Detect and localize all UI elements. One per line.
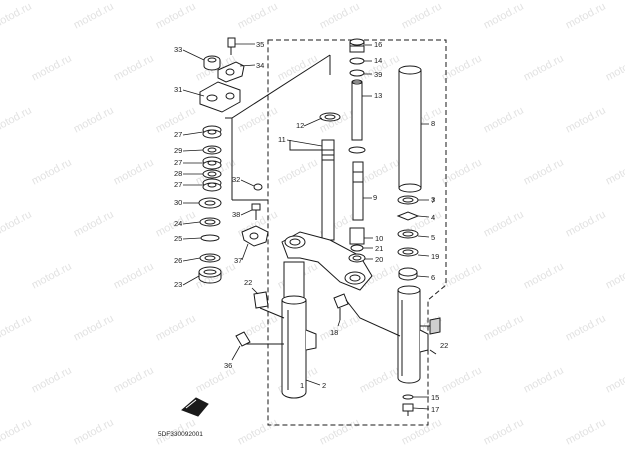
callout-16: 16 <box>374 40 382 49</box>
part-12-oil-seal <box>319 112 341 122</box>
part-39-washer <box>349 69 365 77</box>
callout-27-middle: 27 <box>174 158 182 167</box>
part-fork-spring-seat <box>348 146 366 154</box>
part-10-rebound-spring <box>349 227 365 245</box>
part-31-upper-bracket <box>199 81 241 113</box>
leader-lines-stem <box>289 140 437 355</box>
callout-15: 15 <box>431 393 439 402</box>
callout-25: 25 <box>174 234 182 243</box>
callout-34: 34 <box>256 61 264 70</box>
callout-39: 39 <box>374 70 382 79</box>
part-24-bearing-race <box>199 217 221 227</box>
part-20-oil-lock-piece <box>348 253 366 263</box>
callout-27-lower: 27 <box>174 180 182 189</box>
callout-18: 18 <box>330 328 338 337</box>
part-36-bleed-bolt <box>235 331 284 347</box>
part-35-bolt <box>227 37 236 55</box>
part-9-damper-rod <box>352 161 364 221</box>
part-37-cable-guide <box>241 225 269 247</box>
part-14-o-ring <box>349 57 365 65</box>
diagram-code: 5DF330092001 <box>158 431 203 438</box>
part-21-seat <box>350 244 364 252</box>
part-27-ring-nut-middle <box>202 156 222 170</box>
callout-14: 14 <box>374 56 382 65</box>
callout-20: 20 <box>375 255 383 264</box>
callout-6: 6 <box>431 273 435 282</box>
callout-22-right: 22 <box>440 341 448 350</box>
callout-8: 8 <box>431 119 435 128</box>
callout-11: 11 <box>278 135 286 144</box>
front-direction-arrow-icon <box>181 397 209 417</box>
part-under-bracket <box>281 231 373 291</box>
callout-17: 17 <box>431 405 439 414</box>
part-8-inner-tube <box>398 65 422 193</box>
part-6-slide-metal <box>398 267 418 281</box>
part-13-spacer <box>351 79 363 141</box>
callout-28: 28 <box>174 169 182 178</box>
callout-9: 9 <box>373 193 377 202</box>
callout-31: 31 <box>174 85 182 94</box>
part-22-hose-bracket-left <box>253 291 285 319</box>
callout-35: 35 <box>256 40 264 49</box>
part-16-cap-bolt <box>349 38 365 53</box>
part-15-gasket <box>402 394 414 400</box>
part-28-rubber-washer <box>202 169 222 179</box>
part-33-cap <box>203 55 221 71</box>
callout-21: 21 <box>375 244 383 253</box>
leader-lines-group-left <box>225 54 331 201</box>
callout-38: 38 <box>232 210 240 219</box>
part-11-steering-stem-shaft <box>321 139 335 241</box>
part-23-dust-seal <box>198 266 222 284</box>
part-5-oil-seal <box>397 229 419 239</box>
callout-19: 19 <box>431 252 439 261</box>
callout-23: 23 <box>174 280 182 289</box>
callout-12: 12 <box>296 121 304 130</box>
part-30-bearing-cover <box>198 197 222 209</box>
callout-7: 7 <box>431 196 435 205</box>
part-17-bolt <box>402 403 414 416</box>
part-22-hose-bracket-right <box>420 317 441 335</box>
part-4-stopper-ring <box>396 211 420 221</box>
callout-3: 3 <box>431 195 435 204</box>
part-29-lock-washer <box>202 145 222 155</box>
callout-36: 36 <box>224 361 232 370</box>
part-7-dust-seal <box>397 195 419 205</box>
part-26-bearing-race-lower <box>199 253 221 263</box>
callout-29: 29 <box>174 146 182 155</box>
callout-22-left: 22 <box>244 278 252 287</box>
callout-10: 10 <box>375 234 383 243</box>
part-19-washer <box>397 247 419 257</box>
callout-5: 5 <box>431 233 435 242</box>
callout-30: 30 <box>174 198 182 207</box>
callout-27-upper: 27 <box>174 130 182 139</box>
callout-33: 33 <box>174 45 182 54</box>
part-38-bolt <box>251 203 261 220</box>
part-32-plug <box>253 183 263 191</box>
part-27-ring-nut-lower <box>202 178 222 192</box>
callout-37: 37 <box>234 256 242 265</box>
part-1-outer-tube-right <box>397 285 429 384</box>
part-27-ring-nut-upper <box>202 125 222 139</box>
callout-26: 26 <box>174 256 182 265</box>
callout-13: 13 <box>374 91 382 100</box>
part-18-pinch-bolt <box>333 293 349 320</box>
part-25-ball-bearing <box>200 234 220 242</box>
part-34-handle-clamp <box>217 61 245 83</box>
callout-4: 4 <box>431 213 435 222</box>
callout-24: 24 <box>174 219 182 228</box>
assembly-boundary-dashed <box>267 39 447 426</box>
callout-1: 1 <box>300 381 304 390</box>
callout-2: 2 <box>322 381 326 390</box>
part-2-outer-tube-left <box>281 261 317 399</box>
callout-32: 32 <box>232 175 240 184</box>
